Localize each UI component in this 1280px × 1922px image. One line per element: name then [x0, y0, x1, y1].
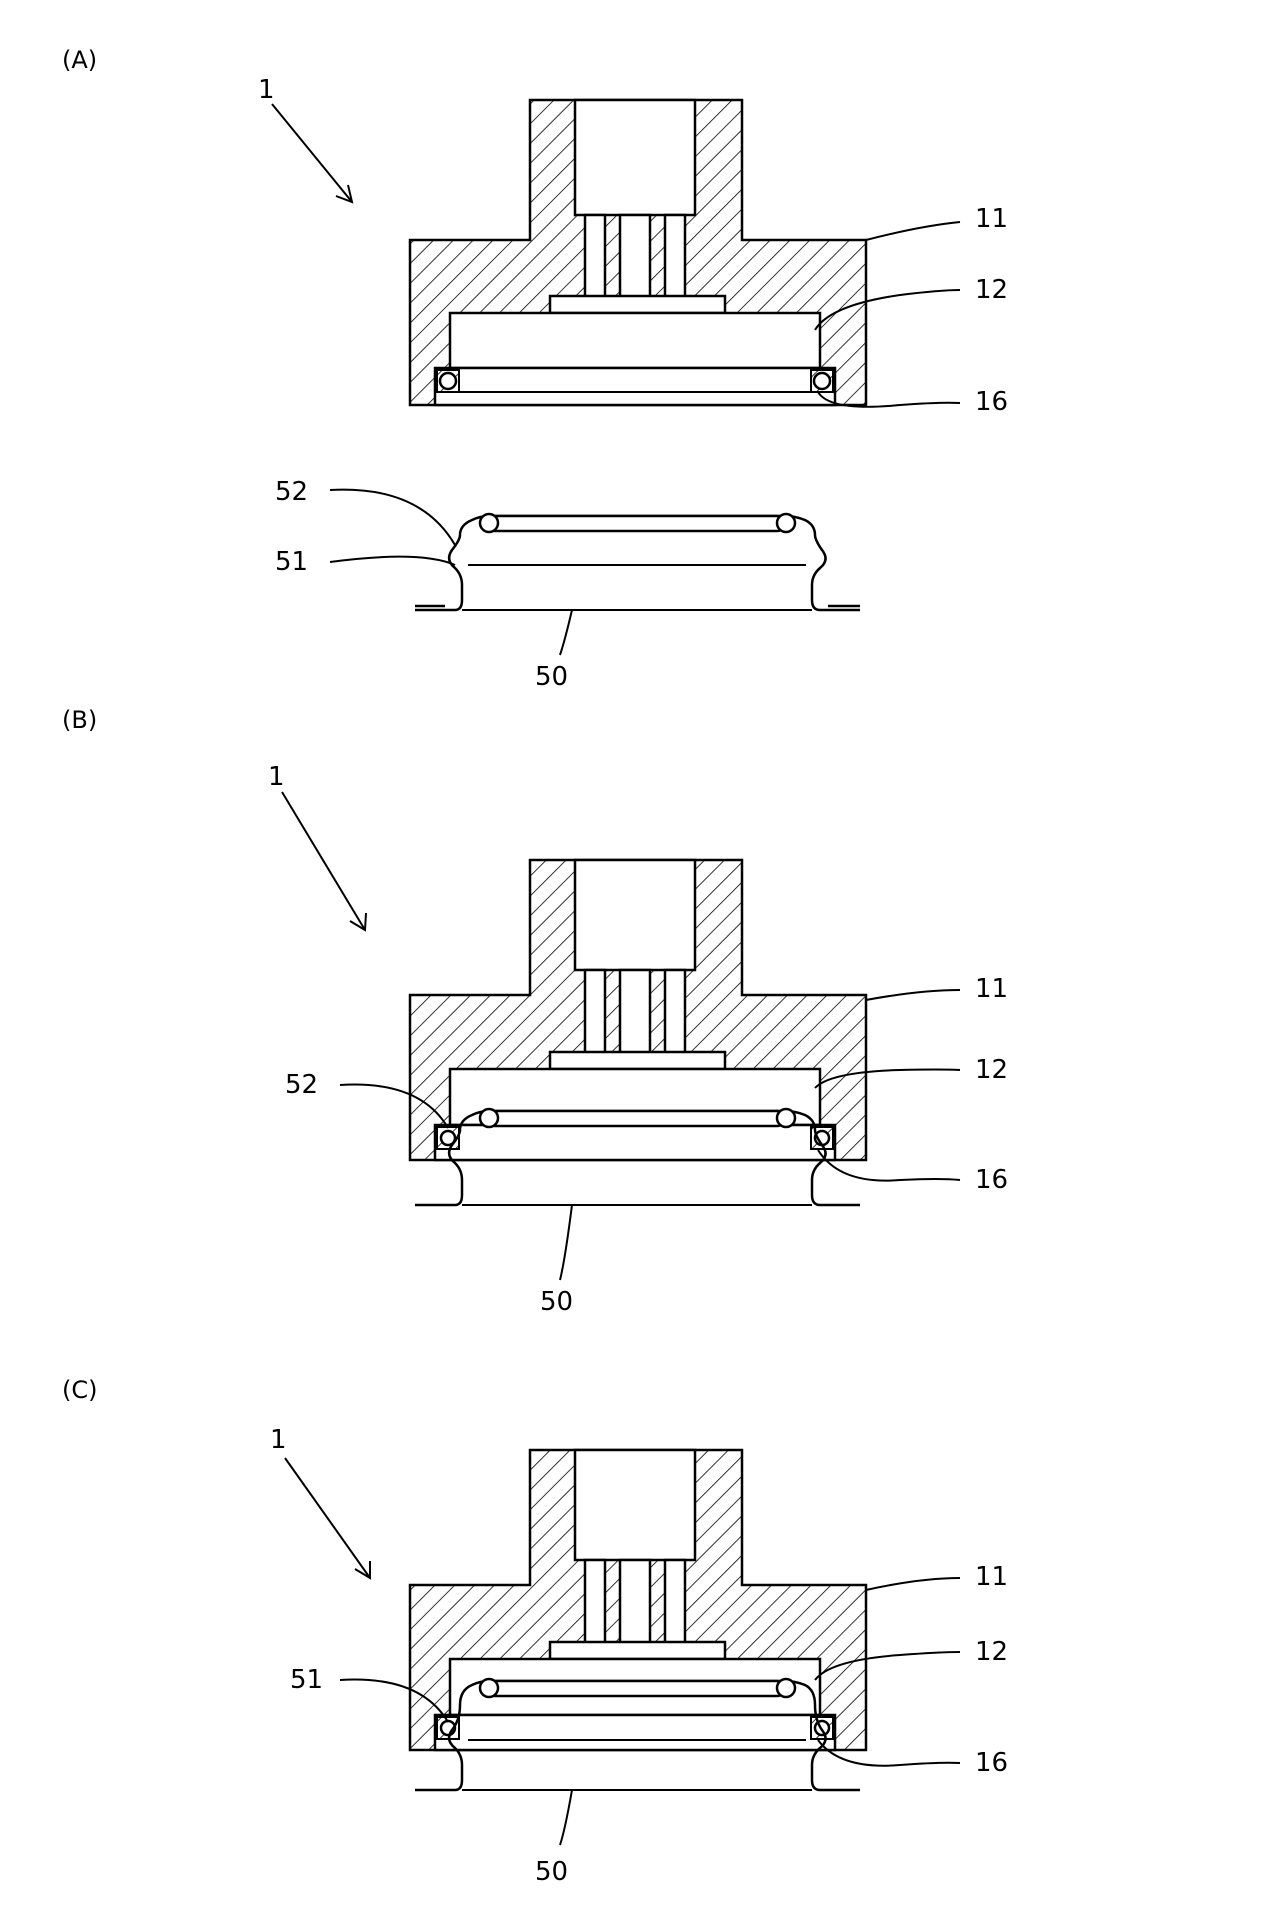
- panel-c-ring-lower-label: 51: [290, 1665, 323, 1695]
- panel-b-body-label: 11: [975, 974, 1008, 1004]
- panel-b-ring-upper-label: 52: [285, 1070, 318, 1100]
- panel-b-chamber-label: 12: [975, 1055, 1008, 1085]
- panel-c-seal-label: 16: [975, 1748, 1008, 1778]
- panel-c-device-arrow: [284, 1457, 371, 1579]
- panel-c-container-label: 50: [535, 1857, 568, 1887]
- panel-b: (B) 1 11 12: [62, 706, 1008, 1317]
- panel-b-seal-label: 16: [975, 1165, 1008, 1195]
- panel-c-container: [415, 1677, 860, 1792]
- panel-b-container-label: 50: [540, 1287, 573, 1317]
- panel-b-container: [415, 1107, 860, 1207]
- panel-a-body: [408, 98, 868, 407]
- panel-a-arrow-head: [335, 184, 354, 204]
- panel-b-device-arrow: [281, 791, 366, 931]
- panel-b-device-label: 1: [268, 762, 285, 792]
- panel-c: (C) 1 11 12: [62, 1376, 1008, 1887]
- panel-a-label: (A): [62, 46, 97, 74]
- panel-a-device-label: 1: [258, 75, 275, 105]
- panel-a-container-label: 50: [535, 662, 568, 692]
- panel-a-ring-lower-label: 51: [275, 547, 308, 577]
- panel-a-ring-upper-label: 52: [275, 477, 308, 507]
- panel-b-arrow-head: [349, 912, 367, 932]
- panel-a-body-label: 11: [975, 204, 1008, 234]
- panel-c-device-label: 1: [270, 1425, 287, 1455]
- panel-a-seal-label: 16: [975, 387, 1008, 417]
- panel-b-label: (B): [62, 706, 97, 734]
- panel-c-chamber-label: 12: [975, 1637, 1008, 1667]
- panel-a-device-arrow: [271, 103, 353, 203]
- panel-a: (A) 1 11: [62, 46, 1008, 692]
- panel-a-chamber-label: 12: [975, 275, 1008, 305]
- panel-c-arrow-head: [354, 1561, 371, 1580]
- panel-c-body-label: 11: [975, 1562, 1008, 1592]
- panel-c-label: (C): [62, 1376, 97, 1404]
- panel-c-body: [408, 1448, 868, 1752]
- panel-a-container: [415, 512, 860, 612]
